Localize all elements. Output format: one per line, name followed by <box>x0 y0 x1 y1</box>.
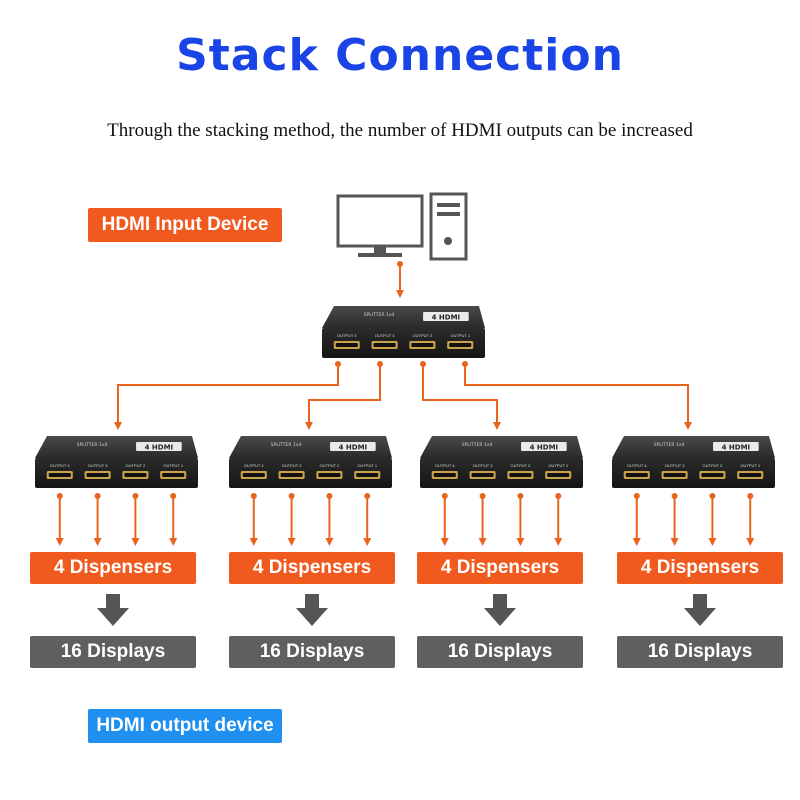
slave-output-connections <box>55 493 755 546</box>
port-label: OUTPUT 4 <box>435 463 455 468</box>
svg-text:4 HDMI: 4 HDMI <box>530 444 559 452</box>
output-arrow <box>632 493 641 546</box>
output-arrow <box>440 493 449 546</box>
hdmi-logo: 4 HDMI <box>423 312 469 322</box>
hdmi-logo: 4 HDMI <box>713 442 759 452</box>
displays-label: 16 Displays <box>30 636 196 668</box>
output-arrow <box>131 493 140 546</box>
port-label: OUTPUT 4 <box>627 463 647 468</box>
dispensers-label: 4 Dispensers <box>617 552 783 584</box>
port-label: OUTPUT 1 <box>740 463 760 468</box>
port-label: OUTPUT 2 <box>320 463 340 468</box>
input-connection <box>396 261 404 298</box>
output-arrow <box>554 493 563 546</box>
port-label: OUTPUT 1 <box>357 463 377 468</box>
splitter-model-label: SPLITTER 1x4 <box>654 442 685 448</box>
port-label: OUTPUT 2 <box>511 463 531 468</box>
monitor-icon <box>336 194 424 257</box>
displays-label: 16 Displays <box>417 636 583 668</box>
down-arrow-icon <box>684 594 716 626</box>
svg-text:4 HDMI: 4 HDMI <box>722 444 751 452</box>
port-label: OUTPUT 2 <box>703 463 723 468</box>
hdmi-logo: 4 HDMI <box>136 442 182 452</box>
port-label: OUTPUT 1 <box>548 463 568 468</box>
port-label: OUTPUT 2 <box>126 463 146 468</box>
output-arrow <box>325 493 334 546</box>
output-arrow <box>55 493 64 546</box>
port-label: OUTPUT 1 <box>163 463 183 468</box>
port-label: OUTPUT 3 <box>88 463 108 468</box>
port-label: OUTPUT 3 <box>282 463 302 468</box>
hdmi-input-device-label: HDMI Input Device <box>88 208 282 242</box>
splitter-model-label: SPLITTER 1x4 <box>462 442 493 448</box>
port-label: OUTPUT 3 <box>473 463 493 468</box>
output-arrow <box>478 493 487 546</box>
port-label: OUTPUT 4 <box>337 333 357 338</box>
splitter-model-label: SPLITTER 1x4 <box>364 312 395 318</box>
down-arrow-icon <box>296 594 328 626</box>
page-title: Stack Connection <box>176 30 624 81</box>
displays-label: 16 Displays <box>617 636 783 668</box>
splitter-model-label: SPLITTER 1x4 <box>77 442 108 448</box>
output-arrow <box>93 493 102 546</box>
hdmi-output-device-label: HDMI output device <box>88 709 282 743</box>
output-arrow <box>746 493 755 546</box>
displays-label: 16 Displays <box>229 636 395 668</box>
splitter-model-label: SPLITTER 1x4 <box>271 442 302 448</box>
output-arrow <box>363 493 372 546</box>
hdmi-logo: 4 HDMI <box>330 442 376 452</box>
hdmi-logo: 4 HDMI <box>521 442 567 452</box>
output-arrow <box>708 493 717 546</box>
port-label: OUTPUT 2 <box>413 333 433 338</box>
output-arrow <box>670 493 679 546</box>
port-label: OUTPUT 3 <box>665 463 685 468</box>
down-arrows <box>97 594 716 626</box>
page-subtitle: Through the stacking method, the number … <box>107 120 693 141</box>
port-label: OUTPUT 4 <box>244 463 264 468</box>
output-arrow <box>169 493 178 546</box>
output-arrow <box>287 493 296 546</box>
port-label: OUTPUT 4 <box>50 463 70 468</box>
pc-tower-icon <box>429 192 468 261</box>
dispensers-label: 4 Dispensers <box>417 552 583 584</box>
svg-text:4 HDMI: 4 HDMI <box>145 444 174 452</box>
down-arrow-icon <box>97 594 129 626</box>
output-arrow <box>249 493 258 546</box>
svg-text:4 HDMI: 4 HDMI <box>339 444 368 452</box>
port-label: OUTPUT 3 <box>375 333 395 338</box>
down-arrow-icon <box>484 594 516 626</box>
master-output-connections <box>114 361 692 430</box>
port-label: OUTPUT 1 <box>450 333 470 338</box>
svg-text:4 HDMI: 4 HDMI <box>432 314 461 322</box>
dispensers-label: 4 Dispensers <box>30 552 196 584</box>
dispensers-label: 4 Dispensers <box>229 552 395 584</box>
output-arrow <box>516 493 525 546</box>
